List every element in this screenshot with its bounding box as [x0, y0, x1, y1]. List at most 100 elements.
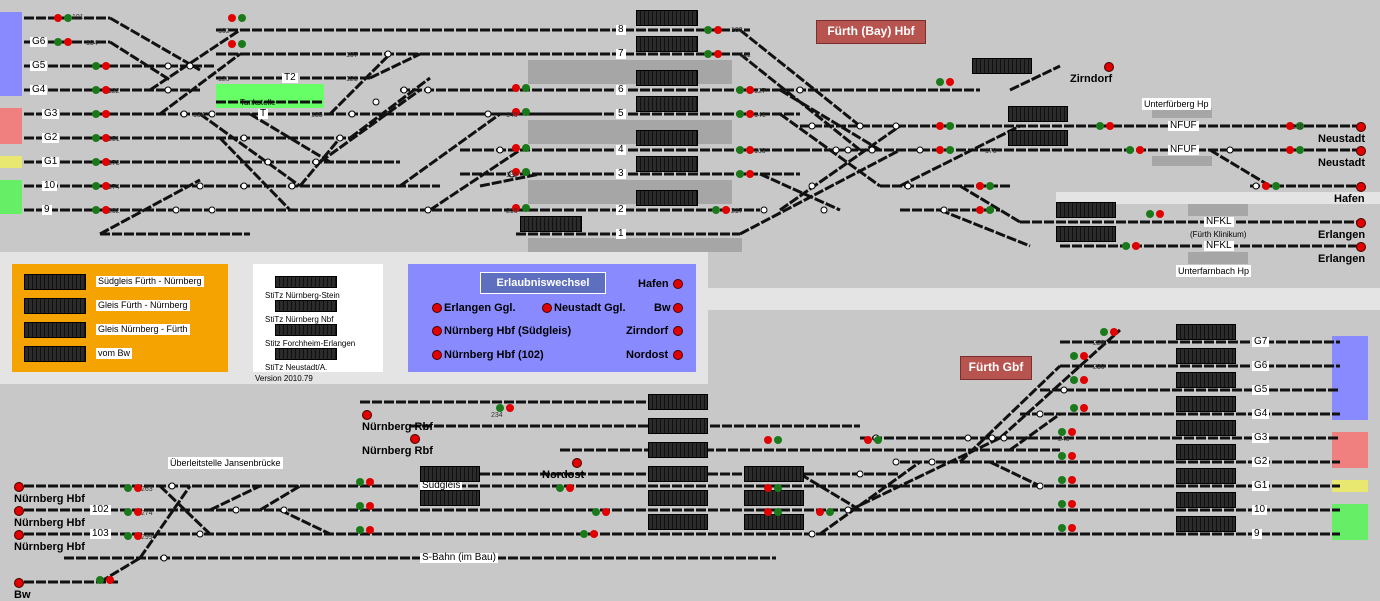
signal: [92, 206, 110, 214]
dest-button-neustadt-1[interactable]: [1356, 122, 1366, 132]
train-display: [636, 70, 698, 86]
dest-zirndorf: Zirndorf: [1070, 73, 1113, 85]
signal-number: 163: [754, 148, 766, 155]
signal: [512, 204, 530, 212]
train-display: [1056, 202, 1116, 218]
signal: [496, 404, 514, 412]
legend-item-fuerth-nbg: Gleis Fürth - Nürnberg: [96, 300, 190, 311]
dest-button-nordost[interactable]: [572, 458, 582, 468]
signal-number: 102: [218, 28, 230, 35]
station-fuerth-hbf: Fürth (Bay) Hbf: [816, 20, 926, 44]
signal-number: 150: [1292, 124, 1304, 131]
dest-nuernberg-hbf-1: Nürnberg Hbf: [14, 493, 85, 505]
legend-display: [24, 274, 86, 290]
track-label-lower-g1: G1: [1252, 480, 1270, 491]
eb-neustadt-label: Neustadt Ggl.: [554, 302, 626, 314]
platform-area-6: [1188, 252, 1248, 264]
dest-button-rbf-2[interactable]: [410, 434, 420, 444]
signal-number: 248: [1058, 436, 1070, 443]
track-label-nfkl-2: NFKL: [1204, 240, 1234, 251]
dest-button-zirndorf[interactable]: [1104, 62, 1114, 72]
dest-hafen: Hafen: [1334, 193, 1365, 205]
legend-display: [275, 324, 337, 336]
signal-number: 263: [141, 486, 153, 493]
signal: [976, 182, 994, 190]
track-label-4: 4: [616, 144, 626, 155]
train-display: [648, 514, 708, 530]
signal: [976, 206, 994, 214]
track-label-6: 6: [616, 84, 626, 95]
label-unterfuerberg: Unterfürberg Hp: [1142, 98, 1211, 110]
station-fuerth-gbf: Fürth Gbf: [960, 356, 1032, 380]
track-label-lower-9: 9: [1252, 528, 1262, 539]
signal: [92, 86, 110, 94]
track-label-sbahn: S-Bahn (im Bau): [420, 552, 498, 563]
signal: [54, 38, 72, 46]
dest-button-bw[interactable]: [14, 578, 24, 588]
platform-area-5: [1188, 204, 1248, 216]
eb-hafen-button[interactable]: [673, 279, 683, 289]
eb-neustadt-button[interactable]: [542, 303, 552, 313]
signal-number: 202: [108, 208, 120, 215]
dest-button-erlangen-2[interactable]: [1356, 242, 1366, 252]
signal: [124, 532, 142, 540]
track-label-g3: G3: [42, 108, 60, 119]
train-display: [1176, 396, 1236, 412]
signal: [1058, 428, 1076, 436]
signal: [816, 508, 834, 516]
train-display: [648, 442, 708, 458]
track-label-5: 5: [616, 108, 626, 119]
signal: [512, 84, 530, 92]
train-display: [520, 216, 582, 232]
platform-area-7: [1152, 108, 1212, 118]
eb-zirndorf-button[interactable]: [673, 326, 683, 336]
legend-train-type: Südgleis Fürth - Nürnberg Gleis Fürth - …: [12, 264, 228, 372]
dest-nordost: Nordost: [542, 469, 585, 481]
signal: [92, 62, 110, 70]
legend-display: [24, 322, 86, 338]
dest-button-rbf-1[interactable]: [362, 410, 372, 420]
signal: [54, 14, 72, 22]
dest-button-erlangen-1[interactable]: [1356, 218, 1366, 228]
signal-number: 122: [108, 88, 120, 95]
label-unterfarnbach: Unterfarnbach Hp: [1176, 265, 1252, 277]
signal: [936, 78, 954, 86]
train-display: [1056, 226, 1116, 242]
signal: [764, 484, 782, 492]
eb-nordost-button[interactable]: [673, 350, 683, 360]
dest-button-neustadt-2[interactable]: [1356, 146, 1366, 156]
train-display: [1176, 516, 1236, 532]
signal: [356, 478, 374, 486]
signal: [580, 530, 598, 538]
signal: [704, 50, 722, 58]
dest-button-nbg-hbf-1[interactable]: [14, 482, 24, 492]
dest-button-hafen[interactable]: [1356, 182, 1366, 192]
signal-number: 141: [754, 112, 766, 119]
eb-bw-label: Bw: [654, 302, 671, 314]
legend-erlaubniswechsel: Erlaubniswechsel Hafen Erlangen Ggl. Neu…: [408, 264, 696, 372]
signal: [92, 182, 110, 190]
eb-nbg102-button[interactable]: [432, 350, 442, 360]
track-label-suedgleis: Südgleis: [420, 480, 463, 491]
signal: [764, 508, 782, 516]
signal-number: 127: [754, 88, 766, 95]
signal: [704, 26, 722, 34]
eb-bw-button[interactable]: [673, 303, 683, 313]
dest-bw: Bw: [14, 589, 31, 601]
signal: [92, 158, 110, 166]
eb-erlangen-button[interactable]: [432, 303, 442, 313]
track-label-g5: G5: [30, 60, 48, 71]
eb-nordost-label: Nordost: [626, 349, 669, 361]
train-display: [1176, 492, 1236, 508]
legend-stitz-neustadt: StiTz Neustadt/A.: [265, 363, 328, 372]
dest-button-nbg-hbf-2[interactable]: [14, 506, 24, 516]
track-label-lower-g2: G2: [1252, 456, 1270, 467]
signal: [1058, 500, 1076, 508]
track-label-nfkl-1: NFKL: [1204, 216, 1234, 227]
dest-button-nbg-hbf-3[interactable]: [14, 530, 24, 540]
signal: [356, 526, 374, 534]
eb-suedgleis-button[interactable]: [432, 326, 442, 336]
signal-number: 101: [72, 14, 84, 21]
platform-area-2: [528, 120, 732, 144]
